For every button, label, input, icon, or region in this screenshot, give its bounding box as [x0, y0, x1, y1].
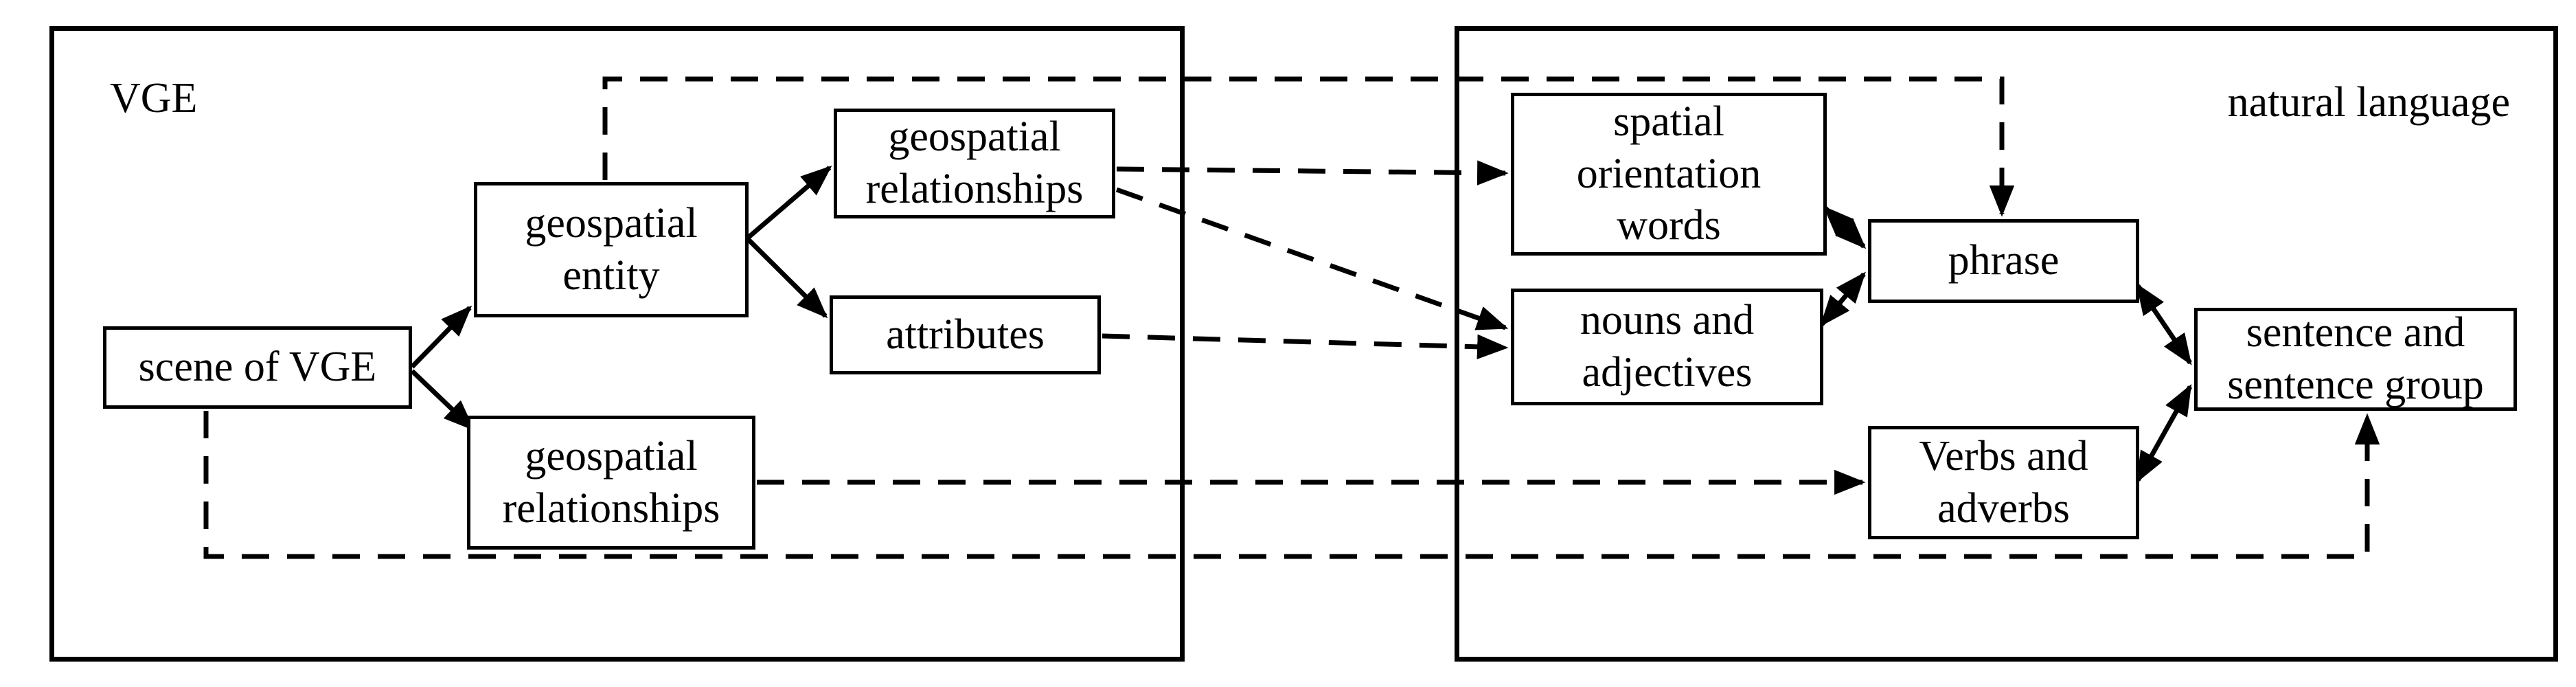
node-scene-of-vge-label: scene of VGE	[138, 344, 377, 391]
arrow-spatial-phrase	[1823, 205, 1867, 249]
natural-language-panel-label: natural language	[2227, 79, 2510, 126]
arrow-scene-to-entity	[410, 305, 472, 369]
node-verbs-and-adverbs: Verbs and adverbs	[1868, 426, 2139, 539]
arrow-scene-to-rel-bottom	[410, 369, 475, 431]
arrow-phrase-sentence	[2136, 283, 2192, 365]
node-geospatial-relationships-top: geospatial relationships	[834, 109, 1115, 218]
node-geospatial-relationships-bottom: geospatial relationships	[467, 416, 755, 550]
natural-language-panel	[1455, 26, 2558, 662]
node-phrase-label: phrase	[1948, 237, 2060, 284]
arrow-entity-to-rel-top	[745, 166, 832, 240]
node-scene-of-vge: scene of VGE	[103, 326, 412, 409]
node-sentence-and-sentence-group-label: sentence and sentence group	[2227, 309, 2484, 408]
dashed-arrow-scene-to-sentence	[203, 411, 2380, 559]
node-attributes-label: attributes	[886, 311, 1045, 358]
dashed-arrow-rel-top-to-spatial	[1116, 160, 1509, 185]
node-spatial-orientation-words: spatial orientation words	[1511, 93, 1827, 256]
dashed-arrow-entity-to-phrase	[602, 76, 2015, 217]
node-spatial-orientation-words-label: spatial orientation words	[1576, 98, 1762, 249]
arrow-entity-to-attributes	[745, 236, 828, 319]
node-geospatial-entity: geospatial entity	[474, 182, 749, 317]
node-attributes: attributes	[830, 295, 1101, 374]
node-nouns-and-adjectives: nouns and adjectives	[1511, 289, 1823, 405]
arrow-nouns-phrase	[1820, 271, 1866, 327]
node-geospatial-relationships-top-label: geospatial relationships	[865, 113, 1084, 212]
arrow-verbs-sentence	[2135, 384, 2193, 483]
node-geospatial-relationships-bottom-label: geospatial relationships	[502, 432, 720, 532]
dashed-arrow-rel-top-to-nouns	[1115, 187, 1509, 330]
vge-panel-label: VGE	[110, 75, 198, 122]
node-phrase: phrase	[1868, 219, 2139, 303]
node-verbs-and-adverbs-label: Verbs and adverbs	[1919, 432, 2088, 532]
node-nouns-and-adjectives-label: nouns and adjectives	[1580, 297, 1755, 396]
dashed-arrow-attributes-to-nouns	[1102, 333, 1509, 360]
node-geospatial-entity-label: geospatial entity	[525, 199, 698, 299]
node-sentence-and-sentence-group: sentence and sentence group	[2194, 308, 2517, 411]
vge-panel	[49, 26, 1185, 662]
